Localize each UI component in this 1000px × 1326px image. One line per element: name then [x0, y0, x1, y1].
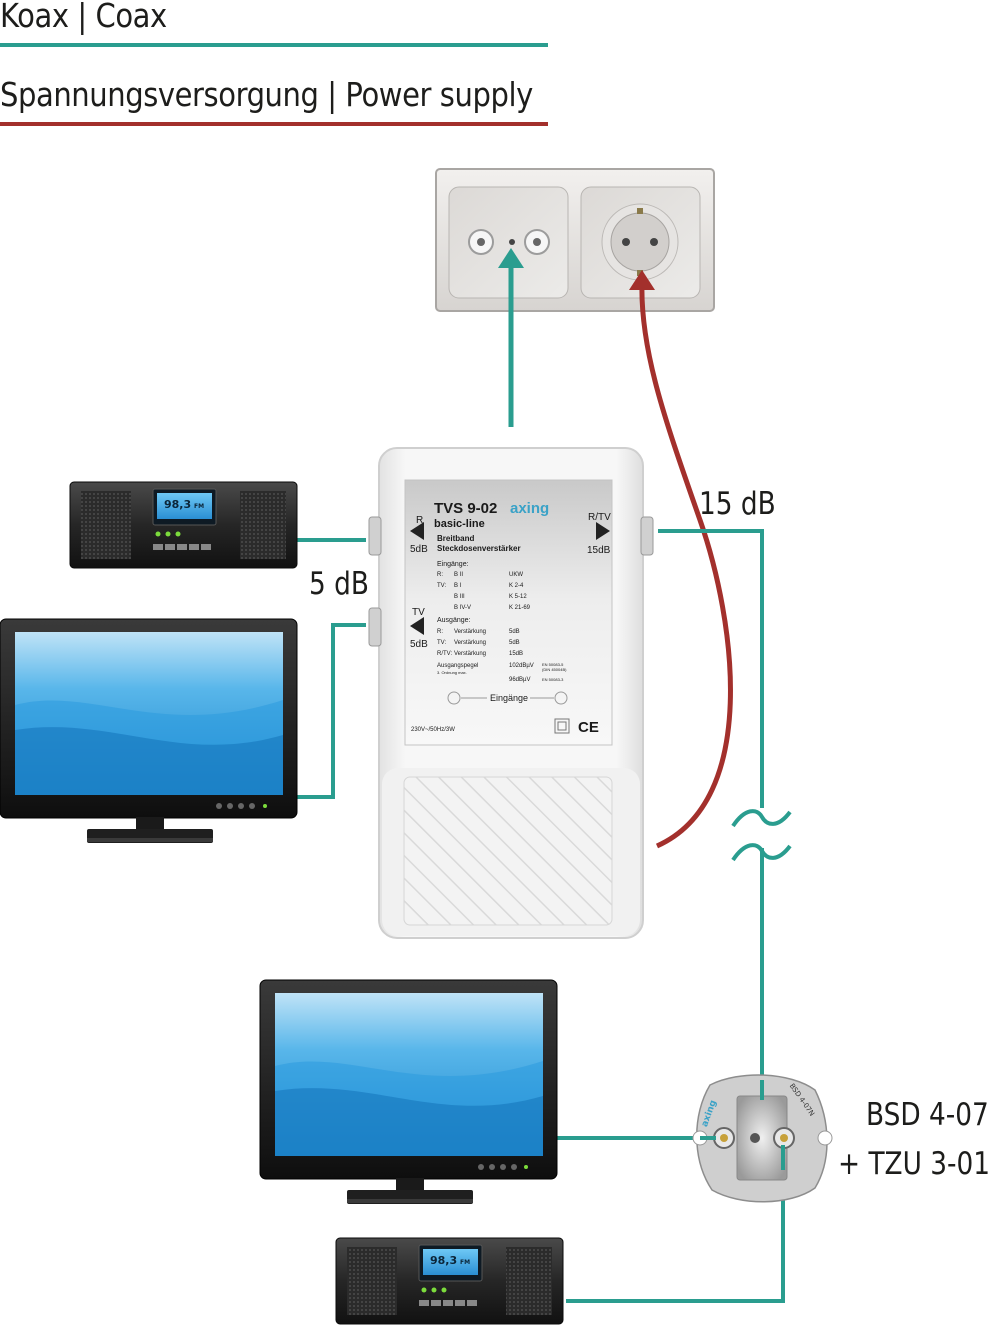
amp-out-rtv: R/TV: [437, 651, 452, 657]
amp-out-rtv-t: Verstärkung [454, 651, 486, 657]
cable-break-top [731, 809, 792, 828]
amp-port-r: R [416, 515, 423, 526]
arrow-tv [410, 617, 424, 635]
radio-bottom-display-value: 98,3 [430, 1254, 457, 1267]
amp-out-r: R: [437, 629, 443, 635]
amp-desc2: Steckdosenverstärker [437, 544, 521, 553]
amp-level-sub: 3. Ordnung max. [437, 670, 467, 675]
coax-cable-rtv [658, 529, 764, 808]
power-cable [639, 281, 733, 849]
tv-bottom [259, 979, 558, 1204]
amp-in-tv-b3: B III [454, 594, 465, 600]
arrow-rtv [596, 522, 610, 540]
legend-power-label: Spannungsversorgung | Power supply [0, 75, 533, 114]
amp-in-r-val: UKW [509, 572, 523, 578]
amp-inputs-footer: Eingänge [490, 693, 528, 703]
amp-out-tv: TV: [437, 640, 446, 646]
amp-port-r-gain: 5dB [410, 544, 428, 555]
amp-inputs-title: Eingänge: [437, 561, 469, 568]
amp-in-tv: TV: [437, 583, 446, 589]
amp-series: basic-line [434, 518, 485, 530]
connector-rtv [640, 516, 654, 556]
input-symbol-right [554, 691, 568, 705]
amp-level-v1: 102dBµV [509, 663, 534, 669]
amp-port-tv-gain: 5dB [410, 639, 428, 650]
amp-in-tv-b45-val: K 21-69 [509, 605, 531, 611]
power-socket [601, 203, 679, 281]
amp-in-tv-b3-val: K 5-12 [509, 594, 527, 600]
radio-bottom-display-unit: FM [460, 1259, 470, 1266]
radio-bottom: 98,3 FM [335, 1237, 564, 1325]
amp-out-r-v: 5dB [509, 629, 520, 635]
amp-in-tv-b1-val: K 2-4 [509, 583, 524, 589]
gain-label-15db: 15 dB [699, 486, 776, 522]
radio-display [157, 493, 212, 519]
tv-top [0, 618, 298, 843]
amplifier-label-text: TVS 9-02 axing basic-line Breitband Stec… [410, 500, 611, 736]
amp-level-v1-norm: EN 50083-5 [542, 662, 564, 667]
legend-coax-label: Koax | Coax [0, 0, 167, 35]
amp-ce-mark: CE [578, 719, 599, 736]
amp-out-tv-v: 5dB [509, 640, 520, 646]
amp-out-tv-t: Verstärkung [454, 640, 486, 646]
amp-brand: axing [510, 500, 549, 517]
radio-display-unit: FM [194, 503, 204, 510]
wall-tv-socket: axing BSD 4-07N [692, 1074, 833, 1203]
amp-out-rtv-v: 15dB [509, 651, 523, 657]
amp-port-rtv: R/TV [588, 512, 611, 523]
amp-port-tv: TV [412, 607, 425, 618]
power-arrow-up [629, 270, 655, 290]
amp-in-tv-b1: B I [454, 583, 462, 589]
amp-level-v1-norm2: (DIN 45004B) [542, 667, 567, 672]
legend-coax-line [0, 43, 548, 47]
amp-in-r-band: B II [454, 572, 463, 578]
legend-power-line [0, 122, 548, 126]
coax-cable-tv-top [297, 623, 366, 799]
amp-port-rtv-gain: 15dB [587, 545, 611, 556]
radio-top: 98,3 FM [69, 481, 298, 569]
ventilation-grille [403, 776, 613, 926]
amp-model: TVS 9-02 [434, 500, 497, 517]
speaker-left [81, 491, 131, 559]
amplifier-device [368, 447, 654, 939]
input-symbol-left [447, 691, 461, 705]
amp-outputs-title: Ausgänge: [437, 617, 471, 624]
gain-label-5db: 5 dB [309, 566, 369, 602]
amp-level-v2: 96dBµV [509, 677, 530, 683]
amp-in-tv-b45: B IV-V [454, 605, 471, 611]
connector-r [368, 516, 382, 556]
socket-model-line2: + TZU 3-01 [838, 1146, 991, 1182]
amp-level-title: Ausgangspegel [437, 663, 478, 669]
amp-out-r-t: Verstärkung [454, 629, 486, 635]
amp-power-rating: 230V~/50Hz/3W [411, 727, 455, 733]
connector-tv [368, 607, 382, 647]
radio-bottom-display [423, 1249, 478, 1275]
amp-in-r: R: [437, 572, 443, 578]
speaker-right [240, 491, 286, 559]
amp-desc1: Breitband [437, 534, 474, 543]
class2-symbol [554, 718, 570, 734]
amp-level-v2-norm: EN 50083-3 [542, 677, 564, 682]
wall-outlet-plate [435, 168, 715, 312]
arrow-r [410, 522, 424, 540]
coax-arrow-up [498, 248, 524, 268]
antenna-socket [468, 229, 550, 255]
socket-model-line1: BSD 4-07 [866, 1097, 989, 1133]
radio-display-value: 98,3 [164, 498, 191, 511]
